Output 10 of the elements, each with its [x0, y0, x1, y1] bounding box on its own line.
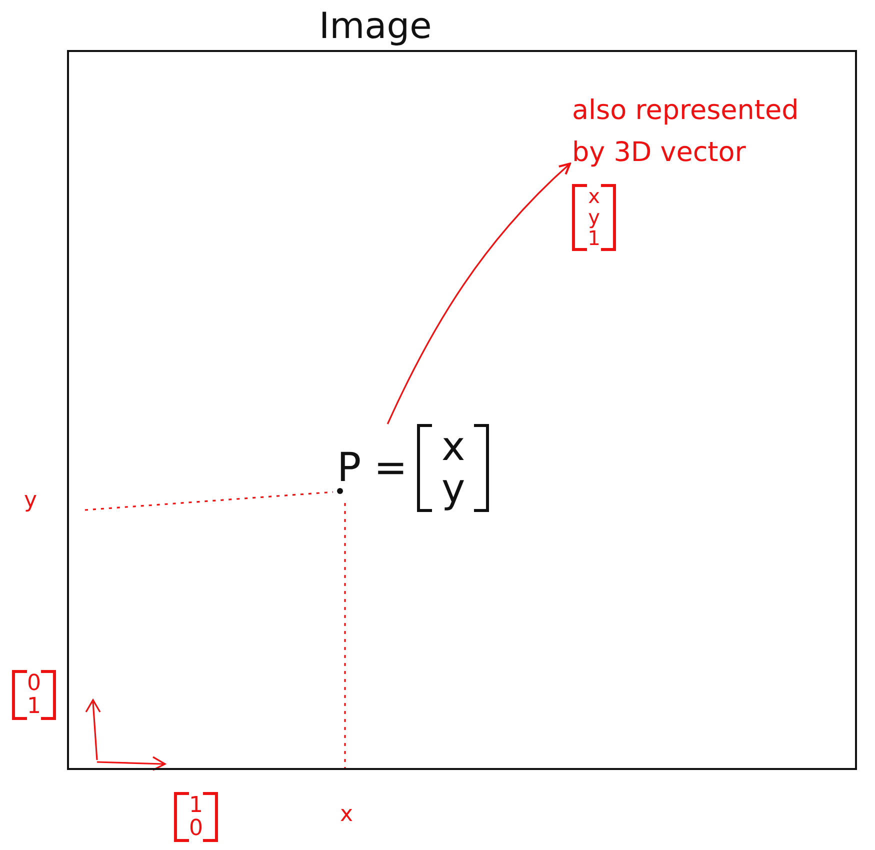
frame-title: Image [319, 6, 432, 47]
arrow [386, 162, 572, 424]
basis-vector-label: 1 0 [174, 792, 218, 842]
column-vector: x y [417, 424, 490, 512]
point-label: P = [337, 445, 408, 491]
axis-label: y [24, 488, 38, 513]
axis-label: x [340, 802, 354, 827]
column-vector: x y 1 [572, 184, 616, 251]
basis-vector-label: 0 1 [12, 670, 56, 720]
note-text: also represented by 3D vector [572, 94, 800, 170]
